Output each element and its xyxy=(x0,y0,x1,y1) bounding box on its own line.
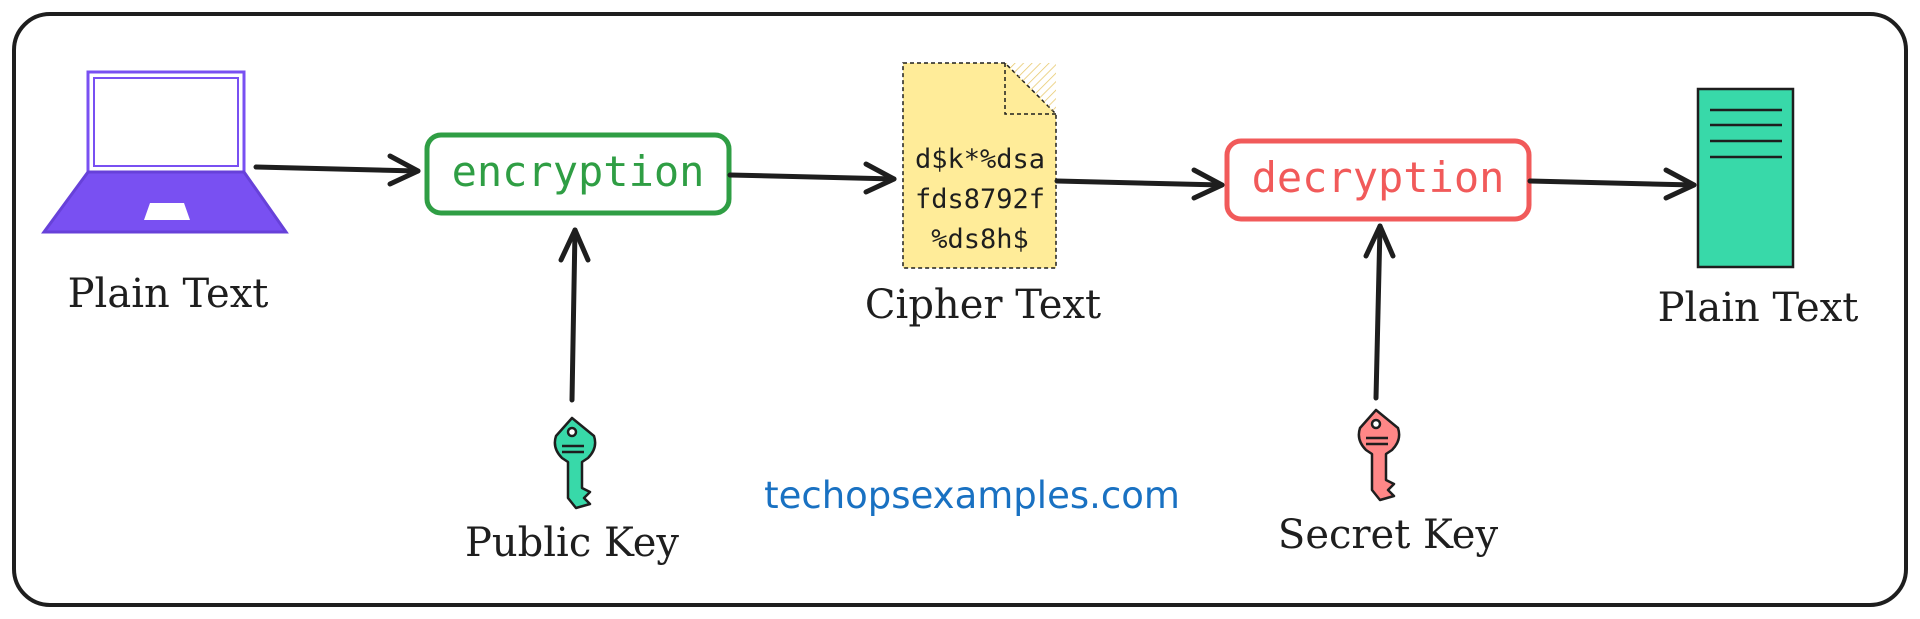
ciphertext-line-3: %ds8h$ xyxy=(931,224,1029,255)
encryption-label: encryption xyxy=(452,147,705,196)
document-icon xyxy=(1696,87,1795,269)
key-icon xyxy=(1357,408,1401,502)
plain-text-input-label: Plain Text xyxy=(68,271,269,317)
arrow-encryption-to-ciphertext xyxy=(727,161,897,195)
secret-key-label: Secret Key xyxy=(1278,512,1499,558)
cipher-text-label: Cipher Text xyxy=(865,282,1101,328)
ciphertext-line-1: d$k*%dsa xyxy=(915,144,1045,175)
decryption-label: decryption xyxy=(1252,153,1505,202)
arrow-decryption-to-plaintext xyxy=(1527,167,1697,201)
laptop-icon xyxy=(41,70,289,234)
watermark-url: techopsexamples.com xyxy=(764,474,1180,517)
key-icon xyxy=(553,416,597,510)
arrow-ciphertext-to-decryption xyxy=(1054,167,1225,201)
public-key-label: Public Key xyxy=(465,520,679,566)
arrow-secret-key-to-decryption xyxy=(1363,223,1396,401)
document-icon xyxy=(902,62,1057,269)
plain-text-output-label: Plain Text xyxy=(1658,285,1859,331)
arrow-public-key-to-encryption xyxy=(558,227,591,403)
arrow-plaintext-to-encryption xyxy=(253,153,421,187)
ciphertext-line-2: fds8792f xyxy=(915,184,1045,215)
